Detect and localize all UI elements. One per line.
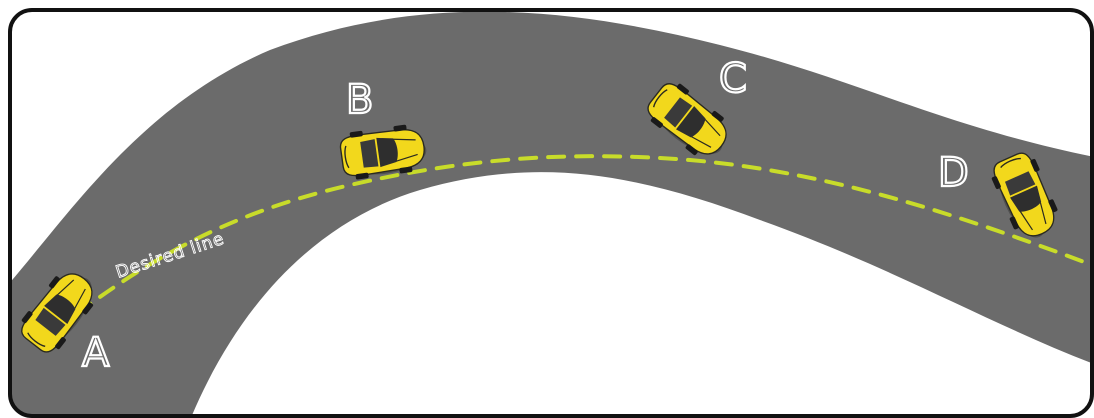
position-label-b: B — [346, 77, 374, 123]
position-label-a: A — [82, 330, 110, 376]
position-label-c: C — [719, 56, 748, 102]
position-label-d: D — [938, 150, 970, 196]
road-track — [0, 12, 1094, 418]
